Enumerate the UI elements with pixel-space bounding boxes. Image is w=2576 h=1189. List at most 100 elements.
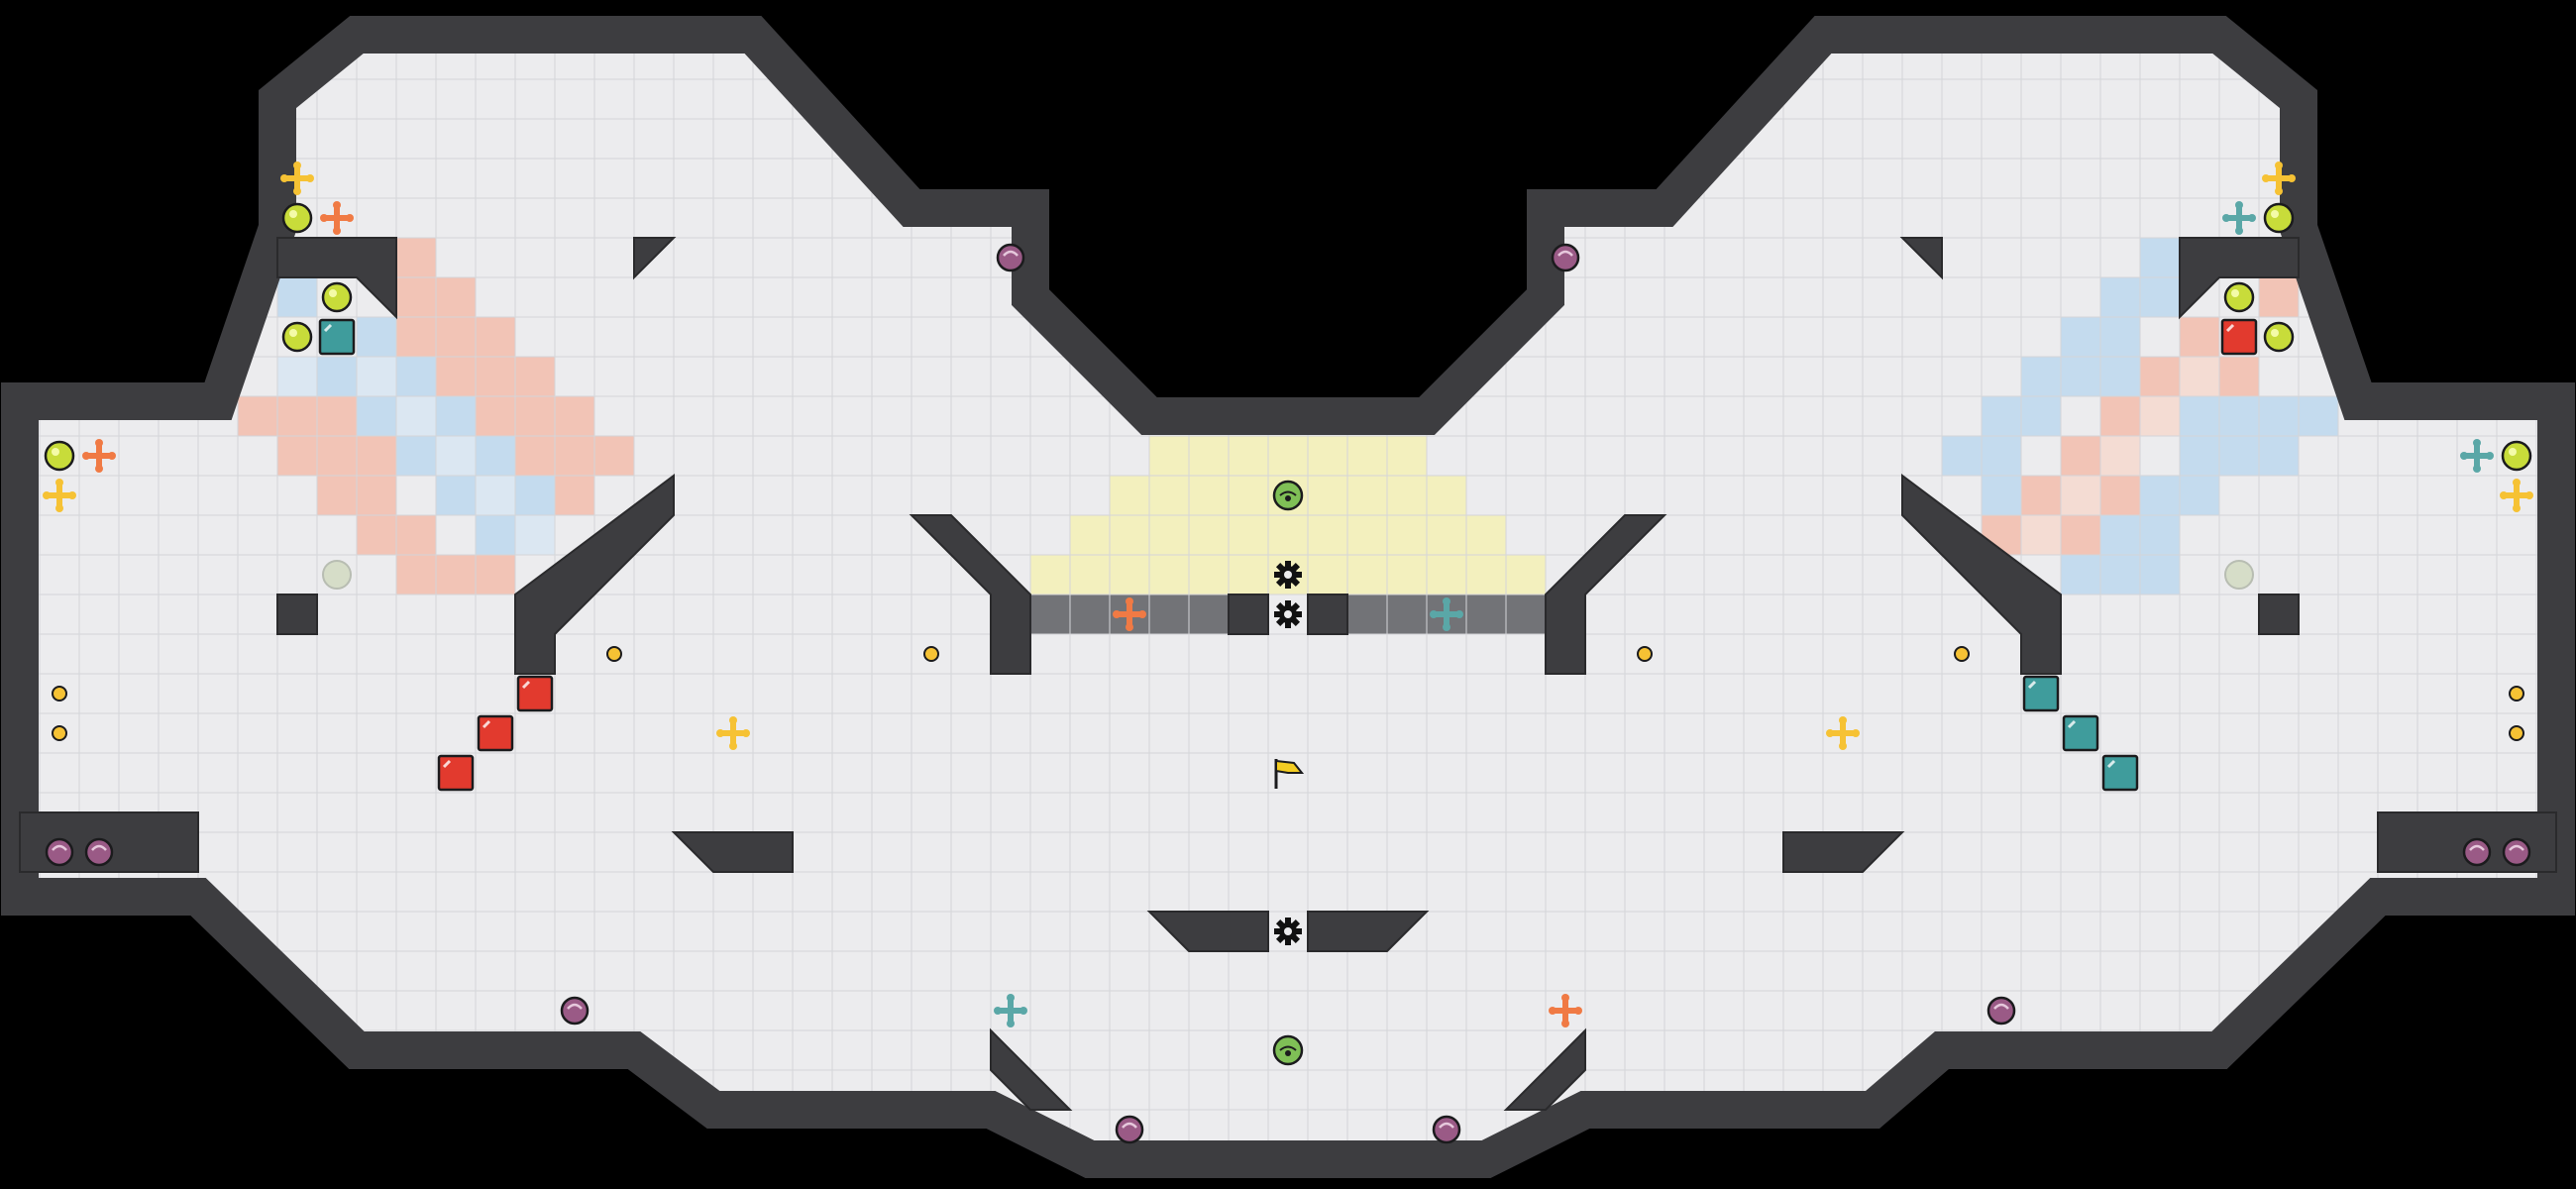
orb-shine <box>567 1003 583 1010</box>
orb-shine <box>1557 250 1573 257</box>
grate-tile <box>1070 594 1110 634</box>
plus-tip <box>2248 214 2256 222</box>
gold-coin-icon[interactable] <box>606 646 622 662</box>
plus-tip <box>306 174 314 182</box>
plus-tip <box>1561 994 1569 1002</box>
red-zone-tile <box>396 277 436 317</box>
purple-mine-orb-icon[interactable] <box>1432 1115 1461 1144</box>
plus-spawn-icon[interactable] <box>1826 716 1860 750</box>
plus-spawn-icon[interactable] <box>1113 597 1146 631</box>
entities[interactable] <box>43 162 2533 1144</box>
plus-tip <box>333 201 341 209</box>
blue-zone-tile <box>1942 436 1982 476</box>
ghost-orb-icon <box>2224 560 2254 590</box>
plus-spawn-icon[interactable] <box>320 201 354 235</box>
gold-coin-icon[interactable] <box>2509 725 2524 741</box>
blue-zone-tile <box>277 277 317 317</box>
purple-mine-orb-icon[interactable] <box>2502 837 2531 867</box>
plus-tip <box>1839 742 1847 750</box>
plus-spawn-icon[interactable] <box>43 479 76 512</box>
teal-crate-icon[interactable] <box>2101 754 2139 792</box>
red-zone-tile <box>515 396 555 436</box>
zone-tiles <box>119 238 2457 872</box>
purple-mine-orb-icon[interactable] <box>1115 1115 1144 1144</box>
red-zone-tile <box>396 317 436 357</box>
blue-zone-tile <box>436 476 476 515</box>
gear-hole <box>1284 610 1292 618</box>
red-zone-tile <box>555 436 594 476</box>
plus-spawn-icon[interactable] <box>716 716 750 750</box>
purple-mine-orb-icon[interactable] <box>996 243 1025 272</box>
red-crate-icon[interactable] <box>516 675 554 712</box>
yellow-zone-tile <box>1427 555 1466 594</box>
gold-coin-icon[interactable] <box>923 646 939 662</box>
yellow-powerup-orb-icon[interactable] <box>281 321 313 353</box>
yellow-zone-tile <box>1189 436 1229 476</box>
grate-tile <box>1347 594 1387 634</box>
yellow-zone-tile <box>1466 515 1506 555</box>
teal-crate-icon-shine <box>323 323 333 333</box>
red-zone-tile <box>317 396 357 436</box>
blue-zone-tile <box>2100 515 2140 555</box>
yellow-zone-tile <box>1149 436 1189 476</box>
blue-zone-tile <box>2100 555 2140 594</box>
green-portal-icon[interactable] <box>1272 480 1304 511</box>
interior-wall <box>276 237 397 320</box>
yellow-powerup-orb-icon[interactable] <box>2223 281 2255 313</box>
gold-coin-icon[interactable] <box>1637 646 1653 662</box>
plus-tip <box>2513 504 2521 512</box>
plus-spawn-icon[interactable] <box>82 439 116 473</box>
yellow-powerup-orb-icon[interactable] <box>321 281 353 313</box>
yellow-powerup-orb-icon[interactable] <box>2263 202 2295 234</box>
gold-coin-icon[interactable] <box>52 686 67 702</box>
green-portal-icon[interactable] <box>1272 1034 1304 1066</box>
yellow-zone-tile <box>1427 515 1466 555</box>
red-zone-tile <box>2061 476 2100 515</box>
purple-mine-orb-icon[interactable] <box>2462 837 2492 867</box>
plus-spawn-icon[interactable] <box>2460 439 2494 473</box>
red-zone-tile <box>357 476 396 515</box>
teal-crate-icon[interactable] <box>318 318 356 356</box>
plus-spawn-icon[interactable] <box>2222 201 2256 235</box>
gear-tooth <box>1285 918 1291 925</box>
yellow-powerup-orb-icon[interactable] <box>2263 321 2295 353</box>
plus-spawn-icon[interactable] <box>2262 162 2296 195</box>
blue-zone-tile <box>515 515 555 555</box>
teal-crate-icon[interactable] <box>2022 675 2060 712</box>
purple-mine-orb-icon[interactable] <box>84 837 114 867</box>
blue-zone-tile <box>2100 317 2140 357</box>
blue-zone-tile <box>2180 476 2219 515</box>
interior-wall <box>514 474 675 675</box>
plus-spawn-icon[interactable] <box>2500 479 2533 512</box>
plus-spawn-icon[interactable] <box>994 994 1027 1027</box>
yellow-zone-tile <box>1070 555 1110 594</box>
red-crate-icon[interactable] <box>437 754 475 792</box>
plus-tip <box>280 174 288 182</box>
purple-mine-orb-icon[interactable] <box>1986 996 2016 1026</box>
teal-crate-icon[interactable] <box>2062 714 2099 752</box>
plus-tip <box>716 729 724 737</box>
portal-dot <box>1285 1050 1291 1056</box>
red-crate-icon[interactable] <box>2220 318 2258 356</box>
plus-tip <box>2235 201 2243 209</box>
plus-spawn-icon[interactable] <box>1430 597 1463 631</box>
flag-icon[interactable] <box>1274 759 1305 789</box>
plus-spawn-icon[interactable] <box>280 162 314 195</box>
purple-mine-orb-icon[interactable] <box>1551 243 1580 272</box>
orb-body <box>321 281 353 313</box>
plus-spawn-icon[interactable] <box>1549 994 1582 1027</box>
red-zone-tile <box>476 396 515 436</box>
purple-mine-orb-icon[interactable] <box>560 996 590 1026</box>
yellow-powerup-orb-icon[interactable] <box>2501 440 2532 472</box>
yellow-powerup-orb-icon[interactable] <box>281 202 313 234</box>
gold-coin-icon[interactable] <box>1954 646 1970 662</box>
plus-bar-v <box>2474 443 2480 469</box>
gold-coin-icon[interactable] <box>2509 686 2524 702</box>
yellow-powerup-orb-icon[interactable] <box>44 440 75 472</box>
plus-tip <box>43 491 51 499</box>
purple-mine-orb-icon[interactable] <box>45 837 74 867</box>
orb-body <box>2263 202 2295 234</box>
red-crate-icon[interactable] <box>477 714 514 752</box>
gold-coin-icon[interactable] <box>52 725 67 741</box>
orb-shine <box>2271 210 2279 218</box>
